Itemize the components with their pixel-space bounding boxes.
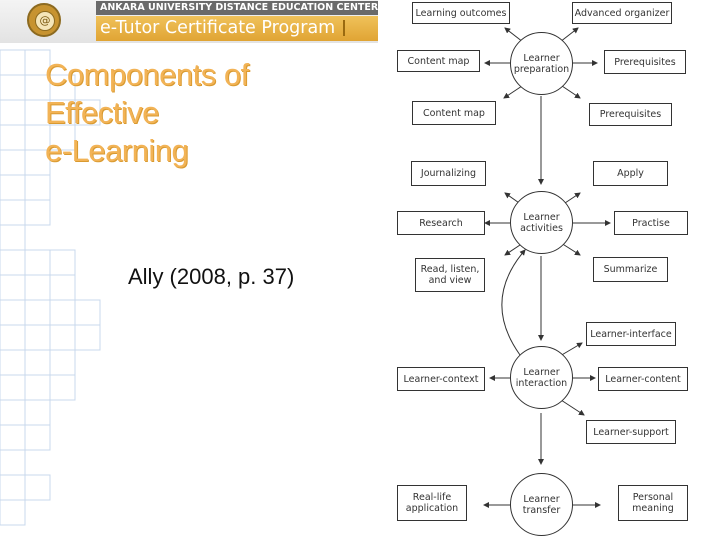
banner-institution-name: ANKARA UNIVERSITY DISTANCE EDUCATION CEN… xyxy=(96,1,380,15)
box-learner-support: Learner-support xyxy=(586,420,676,444)
citation: Ally (2008, p. 37) xyxy=(128,264,295,289)
box-real-life-application: Real-life application xyxy=(397,485,467,521)
box-content-map-2: Content map xyxy=(412,101,496,125)
box-advanced-organizer: Advanced organizer xyxy=(572,2,672,24)
box-learner-interface: Learner-interface xyxy=(586,322,676,346)
slide-title-line-1: Components of xyxy=(45,57,249,92)
slide-title-line-3: e-Learning xyxy=(45,133,189,168)
box-apply: Apply xyxy=(593,161,668,186)
program-banner: @ ANKARA UNIVERSITY DISTANCE EDUCATION C… xyxy=(0,0,380,43)
banner-program-name: e-Tutor Certificate Program xyxy=(96,16,380,41)
box-learning-outcomes: Learning outcomes xyxy=(412,2,510,24)
box-summarize: Summarize xyxy=(593,257,668,282)
hub-learner-activities: Learner activities xyxy=(510,191,573,254)
hub-learner-interaction: Learner interaction xyxy=(510,346,573,409)
slide-title-line-2: Effective xyxy=(45,95,159,130)
box-journalizing: Journalizing xyxy=(411,161,486,186)
university-logo: @ xyxy=(27,3,61,37)
box-research: Research xyxy=(397,211,485,235)
hub-learner-preparation: Learner preparation xyxy=(510,32,573,95)
box-read-listen-view: Read, listen, and view xyxy=(415,258,485,292)
box-personal-meaning: Personal meaning xyxy=(618,485,688,521)
banner-divider xyxy=(343,20,345,36)
box-prerequisites-1: Prerequisites xyxy=(604,50,686,74)
box-learner-content: Learner-content xyxy=(598,367,688,391)
box-prerequisites-2: Prerequisites xyxy=(589,103,672,126)
box-learner-context: Learner-context xyxy=(397,367,485,391)
logo-emblem-icon: @ xyxy=(35,11,55,31)
box-content-map-1: Content map xyxy=(397,50,480,72)
box-practise: Practise xyxy=(614,211,688,235)
slide-title: Components of Effective e-Learning xyxy=(45,56,345,170)
hub-learner-transfer: Learner transfer xyxy=(510,473,573,536)
